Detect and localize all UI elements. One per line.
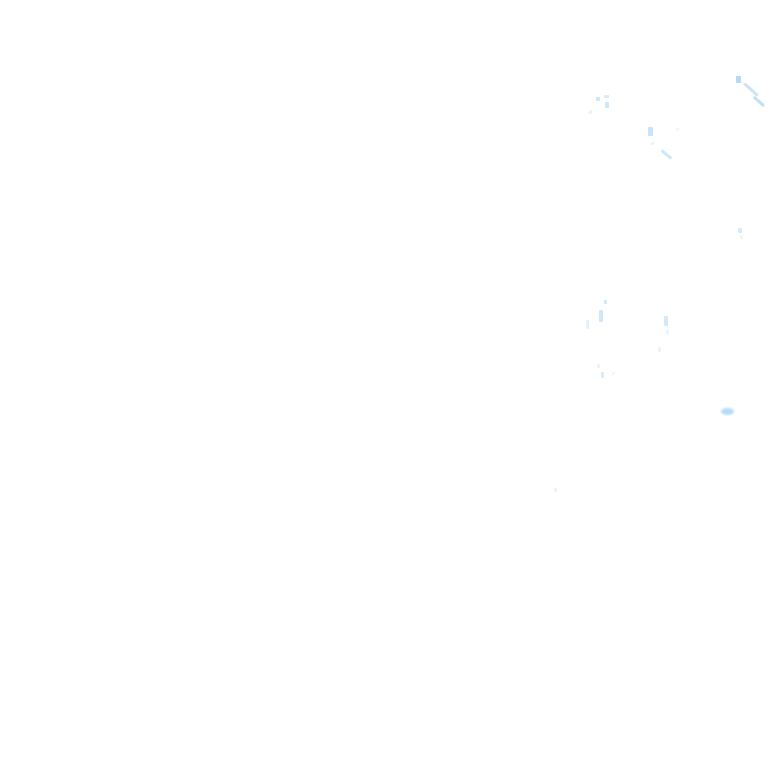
speckle-artifact bbox=[666, 330, 669, 334]
speckle-artifact bbox=[736, 76, 741, 83]
speckle-artifact bbox=[588, 109, 593, 115]
speckle-artifact bbox=[740, 236, 743, 239]
speckle-artifact bbox=[599, 310, 603, 322]
speckle-artifact bbox=[752, 95, 766, 108]
speckle-artifact bbox=[660, 149, 673, 160]
speckle-artifact bbox=[676, 128, 679, 131]
speckle-artifact bbox=[658, 347, 661, 352]
speckle-artifact bbox=[651, 142, 654, 145]
speckle-artifact bbox=[738, 228, 742, 233]
speckle-artifact bbox=[605, 102, 609, 108]
speckle-artifact bbox=[664, 316, 668, 326]
speckle-artifact bbox=[612, 372, 615, 375]
speckle-artifact bbox=[596, 97, 600, 101]
speckle-artifact bbox=[721, 408, 734, 415]
speckle-artifact bbox=[648, 127, 653, 136]
speckle-artifact bbox=[597, 364, 600, 368]
speckle-artifact bbox=[586, 320, 589, 329]
speckle-artifact bbox=[604, 300, 607, 304]
speckle-artifact bbox=[743, 82, 759, 97]
speckle-artifact bbox=[604, 95, 609, 98]
speckle-artifact bbox=[601, 372, 604, 378]
speckle-artifact bbox=[554, 488, 557, 492]
